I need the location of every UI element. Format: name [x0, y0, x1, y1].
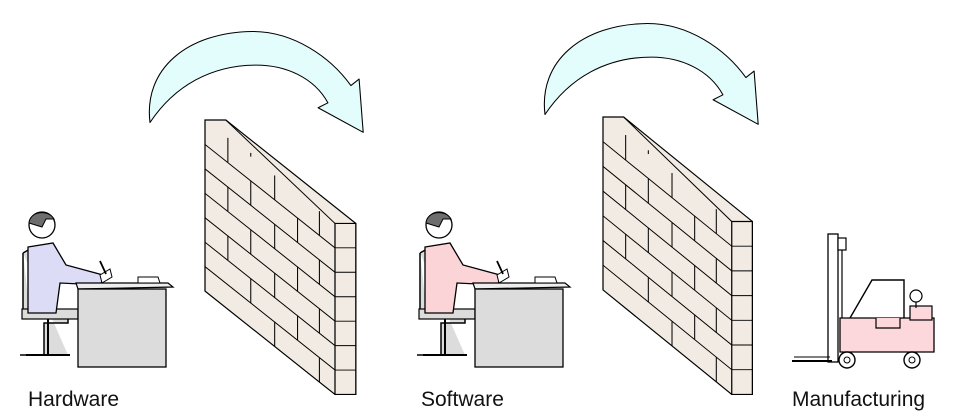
brick-wall-2: [602, 116, 753, 396]
software-person-icon: [417, 211, 572, 368]
handoff-arrow-2: [543, 22, 759, 125]
label-software: Software: [421, 388, 504, 411]
handoff-arrow-1: [148, 30, 364, 133]
label-hardware: Hardware: [28, 388, 120, 411]
hardware-person-icon: [20, 211, 175, 368]
forklift-icon: [792, 233, 935, 369]
label-manufacturing: Manufacturing: [792, 388, 926, 411]
brick-wall-1: [204, 119, 357, 396]
